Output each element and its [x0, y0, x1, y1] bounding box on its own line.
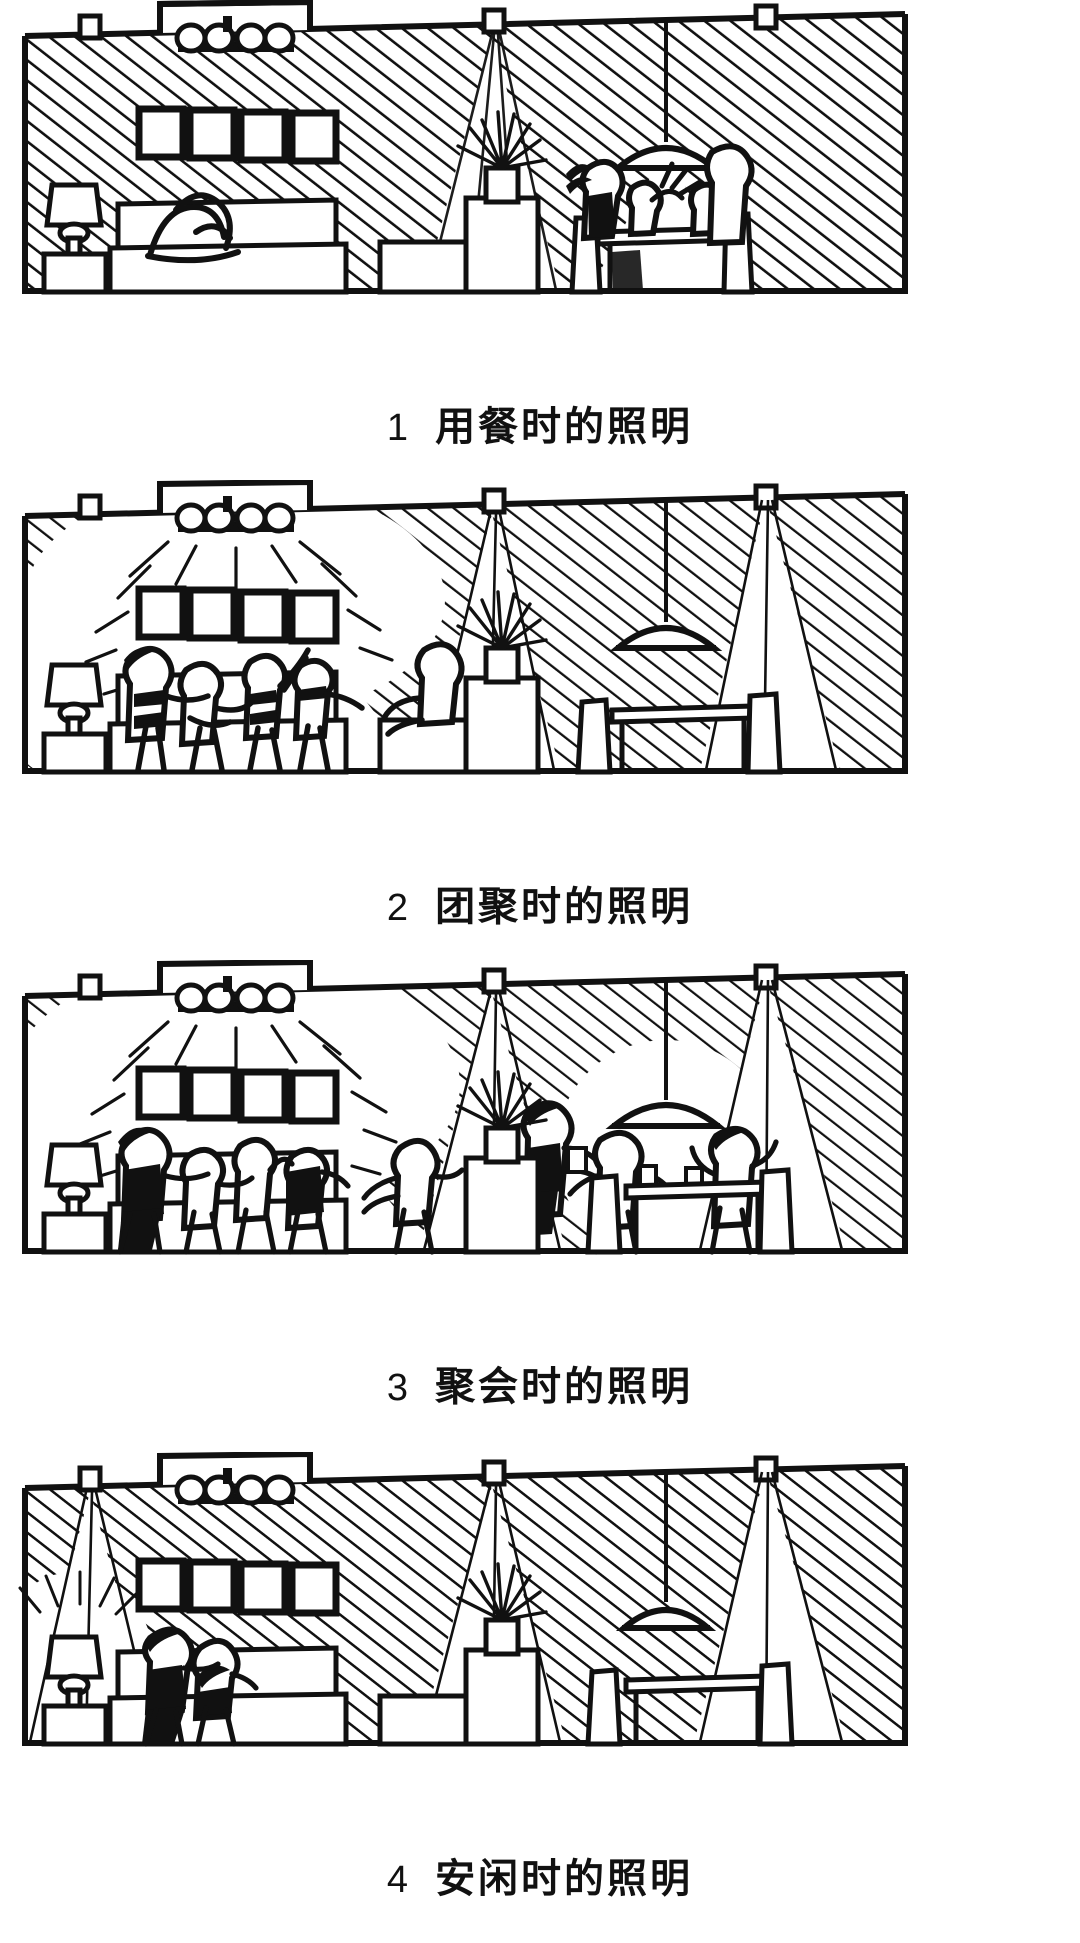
- sofa-2: [107, 669, 349, 775]
- soffit-chandelier-2: [174, 496, 296, 534]
- table-lamp-glow-4: [18, 1570, 140, 1616]
- soffit-chandelier-4: [174, 1468, 296, 1506]
- room-illustration-3: [22, 960, 908, 1255]
- panel-4-caption: 4 安闲时的照明: [0, 1858, 1080, 1901]
- diners-1: [566, 143, 755, 290]
- panel-3: 3 聚会时的照明: [0, 960, 1080, 1409]
- panel-3-scene: [0, 960, 1080, 1360]
- pendant-lamp-4: [615, 1472, 717, 1631]
- panel-1-caption-text: 用餐时的照明: [435, 404, 694, 450]
- downlight-nubs-1: [77, 3, 779, 41]
- panel-1: 1 用餐时的照明: [0, 0, 1080, 449]
- panel-1-caption: 1 用餐时的照明: [0, 406, 1080, 449]
- panel-4-caption-text: 安闲时的照明: [435, 1856, 694, 1902]
- dining-set-2: [575, 691, 783, 775]
- table-lamp-4: [41, 1634, 109, 1747]
- soffit-chandelier-1: [174, 16, 296, 54]
- downlight-nubs-2: [77, 483, 779, 521]
- panel-3-caption: 3 聚会时的照明: [0, 1366, 1080, 1409]
- picture-frames-3: [135, 1065, 340, 1125]
- table-lamp-3: [41, 1142, 109, 1255]
- plinth-with-plant-2: [456, 590, 548, 775]
- panel-4-scene: [0, 1452, 1080, 1852]
- room-illustration-4: [18, 1452, 908, 1747]
- panel-2-scene: [0, 480, 1080, 880]
- people-group-2: [122, 646, 365, 773]
- room-illustration-2: [22, 480, 908, 775]
- plant-icon: [456, 110, 548, 170]
- plinth-with-plant-4: [456, 1562, 548, 1747]
- person-on-ottoman-2: [381, 641, 465, 737]
- room-illustration-1: [22, 0, 908, 295]
- ottoman-4: [377, 1693, 479, 1747]
- chandelier-glow-3: [78, 1020, 398, 1178]
- panel-2-caption-text: 团聚时的照明: [435, 884, 694, 930]
- pendant-lamp-2: [609, 500, 723, 651]
- panel-1-number: 1: [386, 407, 410, 449]
- panel-3-caption-text: 聚会时的照明: [435, 1364, 694, 1410]
- party-guests-3: [117, 1100, 779, 1255]
- table-lamp-1: [41, 182, 109, 295]
- panel-2-number: 2: [386, 887, 410, 929]
- picture-frames-4: [135, 1557, 340, 1617]
- light-cone-center-1: [426, 33, 558, 291]
- dining-set-3: [585, 1167, 795, 1255]
- table-lamp-2: [41, 662, 109, 775]
- dining-set-4: [585, 1661, 795, 1747]
- ottoman-1: [377, 239, 479, 295]
- pendant-lamp-3: [605, 980, 727, 1129]
- panel-4-number: 4: [386, 1859, 410, 1901]
- soffit-chandelier-3: [174, 976, 296, 1014]
- plinth-with-plant-1: [456, 110, 548, 295]
- panel-2: 2 团聚时的照明: [0, 480, 1080, 929]
- relaxing-couple-4: [142, 1626, 259, 1747]
- panel-4: 4 安闲时的照明: [0, 1452, 1080, 1901]
- chandelier-glow-2: [84, 540, 394, 696]
- plinth-with-plant-3: [456, 1070, 548, 1255]
- panel-2-caption: 2 团聚时的照明: [0, 886, 1080, 929]
- person-on-sofa-1: [145, 192, 241, 264]
- panel-1-scene: [0, 0, 1080, 400]
- panel-3-number: 3: [386, 1367, 410, 1409]
- picture-frames-2: [135, 585, 340, 645]
- picture-frames-1: [135, 105, 340, 165]
